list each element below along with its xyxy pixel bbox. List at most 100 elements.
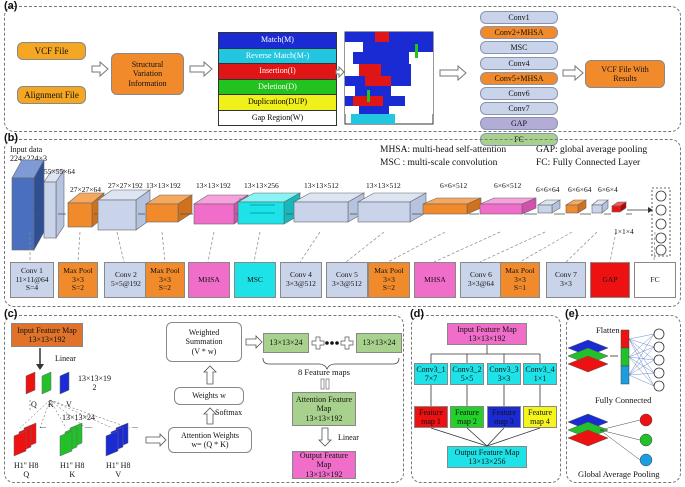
heatmap-cell [351,114,395,124]
heatmap-cell [391,76,411,86]
feature-map-3: Feature map 3 [487,406,521,428]
layer-box-7: Conv 5 3×3@512 [326,262,368,298]
heads-q-label: H1'' H8 Q [14,461,39,480]
heatmap-cell [413,42,433,52]
panel-a-arrows [91,60,584,82]
conv2-block-front [97,199,137,231]
fc-edge [628,374,655,387]
equals-bar [325,378,330,390]
fc-node [655,218,667,230]
dim-label-9: 6×6×512 [494,181,522,190]
fc-out-node [653,328,665,340]
panel-c-label: (c) [4,308,18,320]
panel-a-label: (a) [4,0,18,12]
legend-row-5: Gap Region(W) [219,110,336,125]
layer-6: Conv7 [480,102,558,116]
heatmap-cell [345,32,375,42]
legend-msc: MSC : multi-scale convolution [380,158,498,168]
layer-0: Conv1 [480,11,558,24]
k-plane [41,371,52,395]
input-data-label: Input data 224×224×3 [10,145,48,164]
heatmap-cell [365,76,391,86]
panel-d [411,315,561,483]
gap-block [611,201,627,213]
head-fan [49,399,67,429]
legend-row-1: Reverse Match(M-) [219,48,336,64]
input-feature-map-box: Input Feature Map 13×13×192 [11,323,83,347]
conv3-3-box: Conv3_3 3×3 [487,363,521,385]
panel-d-label: (d) [410,308,425,320]
head-dots: ... [132,421,138,430]
layer-box-4: MHSA [188,262,230,298]
c-arrowhead [36,364,44,370]
layer-4: Conv5+MHSA [480,71,558,85]
fc-node [655,190,667,202]
cnn-dash [519,231,573,263]
legend-row-3: Deletion(D) [219,79,336,95]
output-vcf-box: VCF File With Results [585,60,665,88]
mhsa2-block-front [479,203,523,215]
head-plane [13,430,27,457]
feature-map-brace [262,357,400,371]
heatmap-cell [389,106,433,114]
fc-edge [628,338,655,374]
softmax-arrow [203,407,217,425]
weights-to-sum-arrow [203,365,217,385]
heads-to-attention-arrow [145,433,167,447]
fc-out-node [653,367,665,379]
ellipsis-dot [325,341,329,345]
layer-box-5: MSC [234,262,276,298]
k-label: K [48,400,54,409]
vcf-file-box: VCF File [17,42,86,60]
gap-block-front [611,205,621,213]
heatmap-cell [345,96,353,106]
d-output-feature-map: Output Feature Map 13×13×256 [447,446,527,468]
cnn-dash [345,231,385,263]
q-plane [25,371,36,395]
cnn-dash [207,231,215,263]
flat-blue [620,365,630,385]
input-block [11,158,45,252]
cnn-dash [479,231,546,263]
linear-label: Linear [55,354,76,363]
layer-box-3: Max Pool 3×3 S=2 [145,262,185,298]
conv1-block-front [43,181,57,239]
maxpool4-block-front [565,204,579,214]
conv5-block-front [357,201,411,223]
q-label: Q [31,400,37,409]
sum-to-maps-arrow [245,335,263,349]
head-dim-label: 13×13×24 [62,413,96,422]
maxpool1-block [67,192,105,228]
heatmap-cell [345,64,359,76]
feature-map-count: 8 Feature maps [298,367,350,377]
heads-v-label: H1'' H8 V [106,461,131,480]
heatmap-cell [363,42,413,52]
feature-map-1: Feature map 1 [414,406,448,428]
conv7-block-front [591,204,603,214]
fc-edge [628,346,655,376]
fc-out-node [653,341,665,353]
gap-node [639,433,653,447]
heatmap-cell [411,64,433,76]
dim-label-3: 13×13×192 [146,181,181,190]
legend-row-0: Match(M) [219,33,336,49]
panel-b-label: (b) [4,132,19,144]
attention-feature-map-box: Attention Feature Map 13×13×192 [292,392,356,426]
cnn-dash [299,231,321,263]
softmax-label: Softmax [215,408,243,417]
heatmap-deletion [415,44,418,58]
heatmap-cell [391,86,433,96]
fc-node [655,232,667,244]
heads-k-label: H1'' H8 K [60,461,85,480]
heatmap-cell [375,32,389,42]
flat-green [620,347,630,367]
cnn-dash [653,231,656,263]
maxpool3-block [422,197,482,215]
layer-box-13: GAP [590,262,630,298]
legend-row-2: Insertion(I) [219,64,336,80]
equals-bar [320,378,325,390]
layer-box-2: Conv 2 5×5@192 [104,262,148,298]
head-dots: ... [86,421,92,430]
